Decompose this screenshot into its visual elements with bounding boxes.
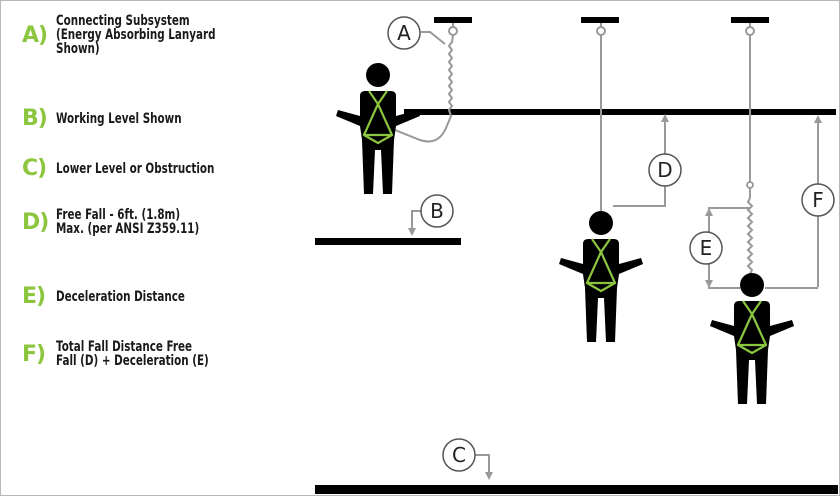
- callout-c: C: [442, 438, 476, 472]
- lower-level-obstruction: [315, 485, 838, 494]
- callout-f: F: [801, 183, 835, 217]
- legend-letter: E): [22, 284, 46, 309]
- legend-item-a: A) Connecting Subsystem (Energy Absorbin…: [22, 14, 272, 56]
- legend-letter: B): [22, 106, 48, 131]
- legend-item-e: E) Deceleration Distance: [22, 284, 230, 309]
- svg-text:E: E: [700, 236, 713, 260]
- pointer-c: [475, 454, 493, 480]
- pointer-b: [408, 210, 421, 236]
- svg-text:D: D: [657, 158, 672, 182]
- legend-letter: C): [22, 156, 47, 181]
- legend-item-f: F) Total Fall Distance Free Fall (D) + D…: [22, 340, 262, 368]
- legend-text: Working Level Shown: [56, 110, 182, 127]
- upper-level-edge: [404, 109, 836, 115]
- legend-item-d: D) Free Fall - 6ft. (1.8m) Max. (per ANS…: [22, 208, 250, 236]
- worker-figure-deceleration: [708, 271, 796, 406]
- svg-text:B: B: [430, 199, 444, 223]
- legend-text: Free Fall - 6ft. (1.8m) Max. (per ANSI Z…: [56, 207, 200, 237]
- anchor-point-2: [581, 17, 619, 36]
- legend-text: Connecting Subsystem (Energy Absorbing L…: [56, 13, 216, 57]
- lanyard-deployed: [746, 35, 754, 275]
- anchor-point-3: [731, 17, 769, 36]
- legend-letter: F): [22, 341, 46, 367]
- legend-text: Lower Level or Obstruction: [56, 160, 215, 177]
- worker-figure-free-fall: [557, 209, 645, 344]
- legend-text: Total Fall Distance Free Fall (D) + Dece…: [56, 339, 209, 369]
- legend-letter: A): [22, 22, 48, 48]
- callout-b: B: [420, 194, 454, 228]
- lanyard-coiled: [384, 34, 454, 143]
- callout-d: D: [648, 153, 682, 187]
- legend: A) Connecting Subsystem (Energy Absorbin…: [0, 0, 300, 494]
- legend-item-c: C) Lower Level or Obstruction: [22, 156, 270, 181]
- legend-letter: D): [22, 209, 49, 235]
- svg-text:A: A: [397, 21, 411, 45]
- svg-text:F: F: [812, 188, 824, 212]
- working-level-platform: [315, 238, 461, 245]
- legend-item-b: B) Working Level Shown: [22, 106, 226, 131]
- svg-text:C: C: [452, 443, 466, 467]
- pointer-a: [421, 31, 446, 45]
- worker-figure-standing: [334, 61, 422, 196]
- callout-e: E: [689, 231, 723, 265]
- anchor-point-1: [434, 17, 472, 36]
- legend-text: Deceleration Distance: [56, 288, 185, 305]
- callout-a: A: [387, 16, 421, 50]
